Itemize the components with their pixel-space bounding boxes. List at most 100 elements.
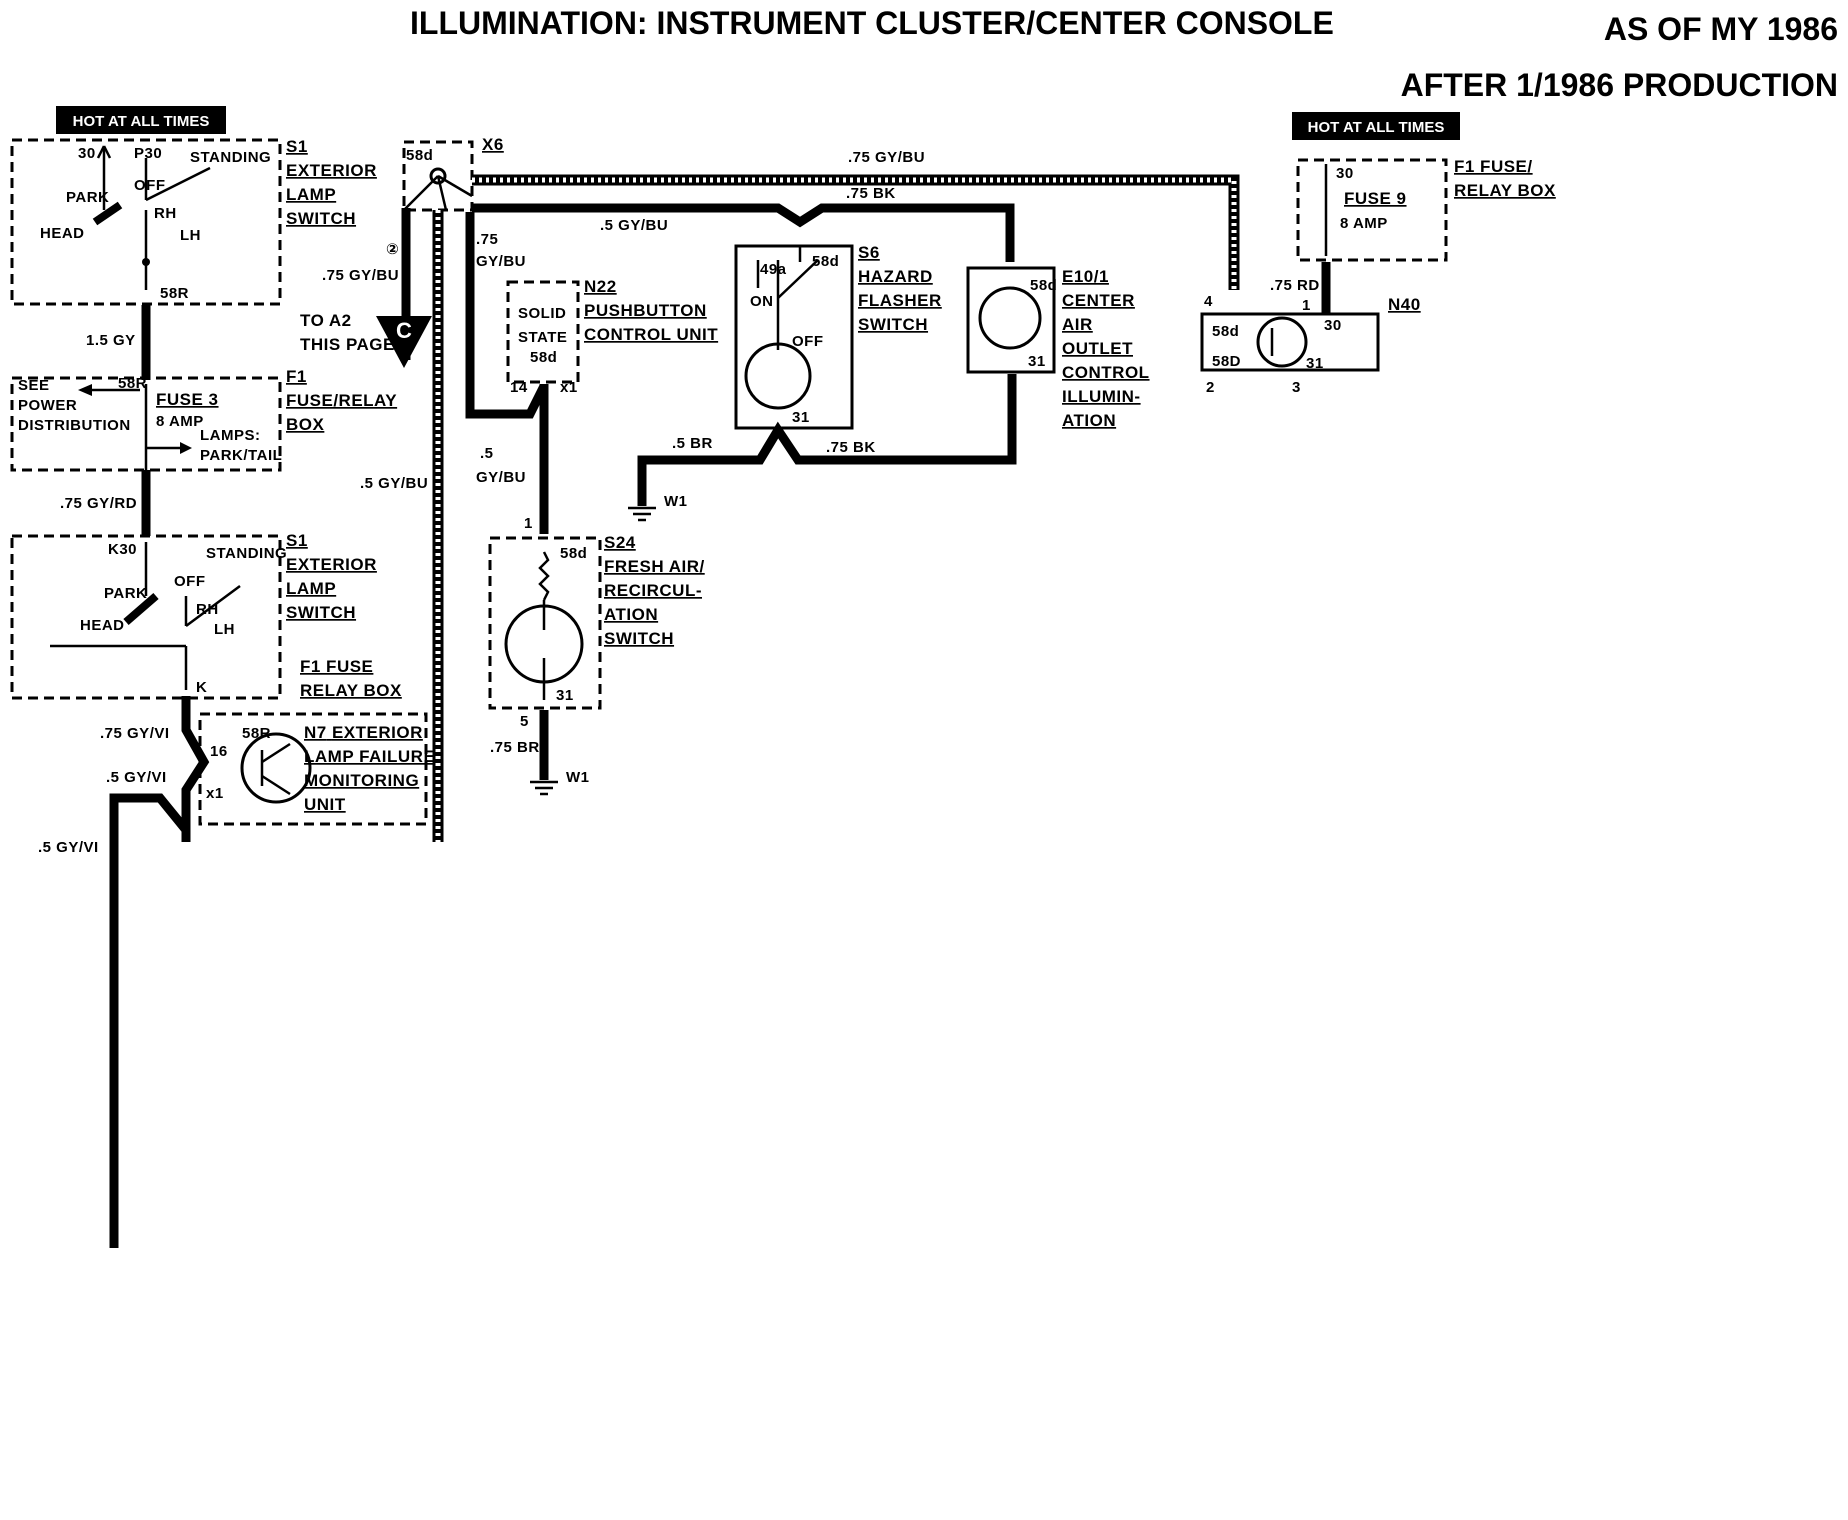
svg-text:.5 GY/BU: .5 GY/BU bbox=[360, 475, 428, 492]
svg-text:SEE: SEE bbox=[18, 377, 50, 394]
svg-text:AIR: AIR bbox=[1062, 315, 1093, 334]
svg-text:8 AMP: 8 AMP bbox=[1340, 215, 1388, 232]
svg-text:ATION: ATION bbox=[604, 605, 658, 624]
svg-text:EXTERIOR: EXTERIOR bbox=[286, 161, 377, 180]
svg-text:2: 2 bbox=[1206, 379, 1215, 396]
svg-text:58d: 58d bbox=[530, 349, 557, 366]
svg-text:58d: 58d bbox=[812, 253, 839, 270]
svg-text:OFF: OFF bbox=[792, 333, 824, 350]
svg-text:HEAD: HEAD bbox=[40, 225, 85, 242]
svg-text:HAZARD: HAZARD bbox=[858, 267, 933, 286]
svg-text:.5 GY/BU: .5 GY/BU bbox=[600, 217, 668, 234]
svg-text:.5 GY/VI: .5 GY/VI bbox=[38, 839, 99, 856]
svg-text:58d: 58d bbox=[406, 147, 433, 164]
svg-text:POWER: POWER bbox=[18, 397, 77, 414]
svg-text:30: 30 bbox=[1324, 317, 1342, 334]
svg-text:OUTLET: OUTLET bbox=[1062, 339, 1133, 358]
s24-fresh-air-switch: 1 58d 31 5 S24 FRESH AIR/ RECIRCUL- ATIO… bbox=[488, 515, 705, 730]
svg-text:CONTROL UNIT: CONTROL UNIT bbox=[584, 325, 718, 344]
svg-text:1.5 GY: 1.5 GY bbox=[86, 332, 136, 349]
svg-text:FUSE 9: FUSE 9 bbox=[1344, 189, 1407, 208]
svg-text:STATE: STATE bbox=[518, 329, 567, 346]
svg-text:CONTROL: CONTROL bbox=[1062, 363, 1150, 382]
svg-text:K: K bbox=[196, 679, 207, 696]
svg-text:OFF: OFF bbox=[174, 573, 206, 590]
svg-text:LAMP: LAMP bbox=[286, 185, 336, 204]
svg-text:SWITCH: SWITCH bbox=[604, 629, 674, 648]
svg-text:.75 GY/VI: .75 GY/VI bbox=[100, 725, 170, 742]
hot-label-right: HOT AT ALL TIMES bbox=[1292, 112, 1460, 140]
svg-text:LAMP FAILURE: LAMP FAILURE bbox=[304, 747, 435, 766]
svg-text:58d: 58d bbox=[1030, 277, 1057, 294]
svg-text:PARK: PARK bbox=[104, 585, 147, 602]
n40-instrument-illumination-control-unit: 58d 30 58D 31 4 1 2 3 N40 bbox=[1200, 293, 1421, 396]
svg-text:W1: W1 bbox=[664, 493, 688, 510]
svg-text:.5: .5 bbox=[480, 445, 494, 462]
svg-text:LH: LH bbox=[214, 621, 235, 638]
svg-text:RH: RH bbox=[154, 205, 177, 222]
svg-text:F1 FUSE: F1 FUSE bbox=[300, 657, 373, 676]
svg-text:E10/1: E10/1 bbox=[1062, 267, 1109, 286]
svg-text:STANDING: STANDING bbox=[206, 545, 287, 562]
ground-w1-s6: W1 bbox=[628, 493, 688, 522]
page-title: ILLUMINATION: INSTRUMENT CLUSTER/CENTER … bbox=[410, 5, 1334, 41]
svg-text:GY/BU: GY/BU bbox=[476, 253, 526, 270]
svg-text:PARK: PARK bbox=[66, 189, 109, 206]
svg-text:LAMPS:: LAMPS: bbox=[200, 427, 261, 444]
svg-text:.75 GY/BU: .75 GY/BU bbox=[322, 267, 399, 284]
svg-text:.75 GY/RD: .75 GY/RD bbox=[60, 495, 137, 512]
svg-text:FRESH AIR/: FRESH AIR/ bbox=[604, 557, 705, 576]
s1-exterior-lamp-switch-mid: K30 STANDING PARK OFF RH HEAD LH K S1 EX… bbox=[10, 531, 402, 700]
svg-text:N40: N40 bbox=[1388, 295, 1421, 314]
svg-text:OFF: OFF bbox=[134, 177, 166, 194]
svg-text:BOX: BOX bbox=[286, 415, 325, 434]
svg-text:S24: S24 bbox=[604, 533, 636, 552]
model-year: AS OF MY 1986 bbox=[1604, 11, 1838, 47]
svg-text:31: 31 bbox=[556, 687, 574, 704]
svg-text:58R: 58R bbox=[242, 725, 271, 742]
svg-text:3: 3 bbox=[1292, 379, 1301, 396]
svg-text:.75 BK: .75 BK bbox=[826, 439, 876, 456]
svg-text:GY/BU: GY/BU bbox=[476, 469, 526, 486]
svg-text:30: 30 bbox=[1336, 165, 1354, 182]
svg-text:.5 GY/VI: .5 GY/VI bbox=[106, 769, 167, 786]
svg-text:HOT AT ALL TIMES: HOT AT ALL TIMES bbox=[73, 113, 210, 130]
x6-connector: 58d X6 bbox=[402, 135, 503, 212]
svg-text:RECIRCUL-: RECIRCUL- bbox=[604, 581, 702, 600]
svg-text:14: 14 bbox=[510, 379, 528, 396]
svg-text:N22: N22 bbox=[584, 277, 617, 296]
svg-text:58d: 58d bbox=[560, 545, 587, 562]
svg-text:5: 5 bbox=[520, 713, 529, 730]
svg-text:TO A2: TO A2 bbox=[300, 311, 352, 330]
svg-text:58d: 58d bbox=[1212, 323, 1239, 340]
svg-text:31: 31 bbox=[1028, 353, 1046, 370]
svg-text:4: 4 bbox=[1204, 293, 1213, 310]
svg-text:FUSE 3: FUSE 3 bbox=[156, 390, 219, 409]
svg-text:ILLUMIN-: ILLUMIN- bbox=[1062, 387, 1141, 406]
svg-text:31: 31 bbox=[792, 409, 810, 426]
svg-text:HOT AT ALL TIMES: HOT AT ALL TIMES bbox=[1308, 119, 1445, 136]
svg-text:DISTRIBUTION: DISTRIBUTION bbox=[18, 417, 131, 434]
svg-text:SOLID: SOLID bbox=[518, 305, 566, 322]
svg-text:.75 GY/BU: .75 GY/BU bbox=[848, 149, 925, 166]
svg-text:RELAY BOX: RELAY BOX bbox=[300, 681, 402, 700]
svg-text:PARK/TAIL: PARK/TAIL bbox=[200, 447, 282, 464]
s6-hazard-flasher-switch: 49a 58d ON OFF 31 S6 HAZARD FLASHER SWIT… bbox=[734, 243, 941, 430]
svg-text:HEAD: HEAD bbox=[80, 617, 125, 634]
f1-fuse-relay-box-top: SEE POWER DISTRIBUTION 58R FUSE 3 8 AMP … bbox=[10, 367, 397, 472]
svg-text:THIS PAGE: THIS PAGE bbox=[300, 335, 395, 354]
svg-text:30: 30 bbox=[78, 145, 96, 162]
svg-text:SWITCH: SWITCH bbox=[286, 209, 356, 228]
svg-text:1: 1 bbox=[1302, 297, 1311, 314]
svg-text:8 AMP: 8 AMP bbox=[156, 413, 204, 430]
e10-center-air-outlet: 58d 31 E10/1 CENTER AIR OUTLET CONTROL I… bbox=[966, 266, 1150, 430]
svg-text:MONITORING: MONITORING bbox=[304, 771, 419, 790]
svg-text:CENTER: CENTER bbox=[1062, 291, 1135, 310]
svg-text:PUSHBUTTON: PUSHBUTTON bbox=[584, 301, 707, 320]
svg-text:31: 31 bbox=[1306, 355, 1324, 372]
svg-text:16: 16 bbox=[210, 743, 228, 760]
svg-text:C: C bbox=[396, 318, 412, 343]
svg-text:58R: 58R bbox=[118, 375, 147, 392]
svg-text:.75: .75 bbox=[476, 231, 498, 248]
connector-c-to-a2: C bbox=[376, 316, 432, 368]
